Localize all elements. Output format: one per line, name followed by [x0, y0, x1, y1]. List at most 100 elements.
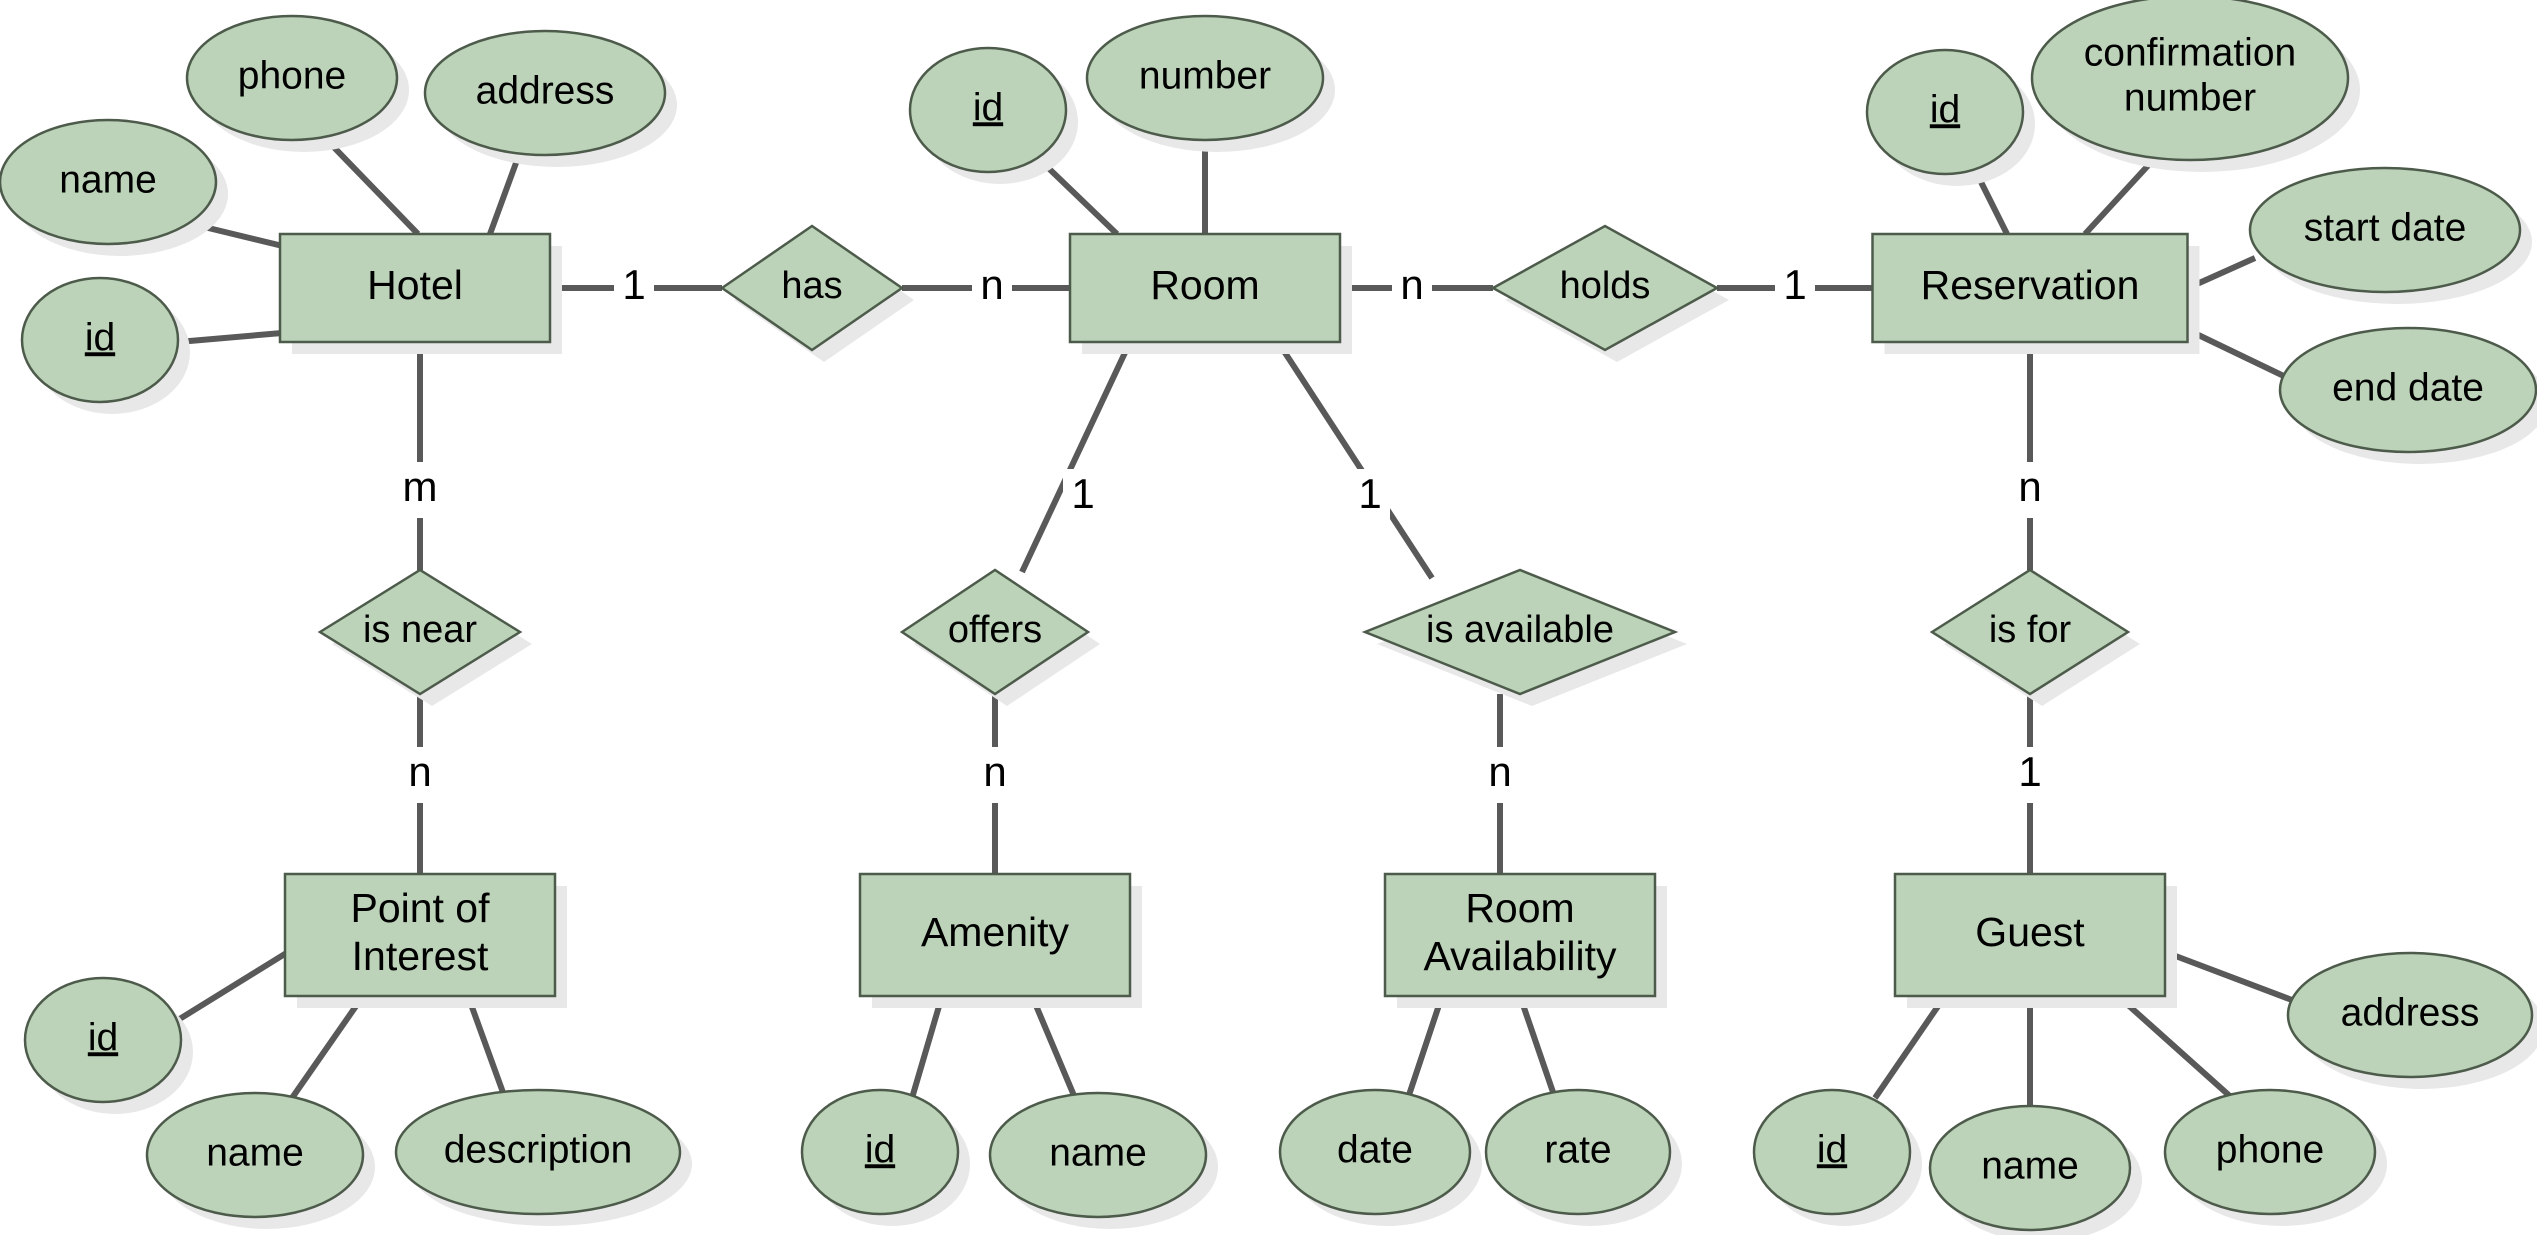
relationship-diamond-is-available[interactable] — [1361, 568, 1679, 696]
attribute-ellipse-room-id[interactable] — [908, 46, 1068, 174]
attribute-label-ra-rate: rate — [1544, 1128, 1611, 1171]
attribute-ellipse-room-number[interactable] — [1085, 14, 1325, 142]
primary-key-attribute-label-guest-id: id — [1817, 1128, 1847, 1171]
cardinality-label-card-hotel-has: 1 — [622, 261, 645, 308]
relationship-label-is-for: is for — [1989, 609, 2072, 651]
cardinality-label-card-has-room: n — [980, 261, 1003, 308]
cardinality-backdrop — [2010, 462, 2050, 518]
attribute-ellipse-guest-phone[interactable] — [2163, 1088, 2377, 1216]
relationship-diamond-offers[interactable] — [899, 568, 1091, 696]
entity-label-amenity: Amenity — [921, 909, 1070, 955]
relationship-diamond-is-for[interactable] — [1929, 568, 2131, 696]
entity-box-roomavail[interactable] — [1383, 872, 1657, 998]
entity-box-guest[interactable] — [1893, 872, 2167, 998]
entity-box-reservation[interactable] — [1871, 232, 2189, 344]
attribute-label-ra-date: date — [1337, 1128, 1413, 1171]
attribute-label-hotel-address: address — [476, 69, 615, 112]
attribute-ellipse-res-id[interactable] — [1865, 48, 2025, 176]
cardinality-label-card-room-isavail: 1 — [1358, 470, 1381, 517]
attribute-ellipse-ra-rate[interactable] — [1484, 1088, 1672, 1216]
attribute-label-hotel-name: name — [59, 158, 157, 201]
connection-line — [1029, 994, 1078, 1100]
entity-label-room: Room — [1150, 262, 1259, 308]
connection-line — [1019, 340, 1133, 574]
entity-box-room[interactable] — [1068, 232, 1342, 344]
entity-label-reservation: Reservation — [1921, 262, 2140, 308]
attribute-ellipse-amenity-name[interactable] — [988, 1091, 1208, 1219]
primary-key-attribute-label-hotel-id: id — [85, 316, 115, 359]
cardinality-label-card-res-isfor: n — [2018, 463, 2041, 510]
relationship-label-offers: offers — [948, 609, 1042, 651]
relationship-diamond-is-near[interactable] — [317, 568, 523, 696]
attribute-ellipse-guest-id[interactable] — [1752, 1088, 1912, 1216]
relationship-diamond-holds[interactable] — [1490, 224, 1720, 352]
attribute-label-room-number: number — [1139, 54, 1271, 97]
attribute-ellipse-poi-name[interactable] — [145, 1091, 365, 1219]
primary-key-attribute-label-amenity-id: id — [865, 1128, 895, 1171]
attribute-ellipse-hotel-id[interactable] — [20, 276, 180, 404]
cardinality-backdrop — [972, 260, 1012, 316]
cardinality-backdrop — [2010, 747, 2050, 803]
relationship-label-has: has — [781, 265, 842, 307]
cardinality-backdrop — [1350, 469, 1390, 525]
attribute-label-hotel-phone: phone — [238, 54, 346, 97]
attribute-ellipse-ra-date[interactable] — [1278, 1088, 1472, 1216]
cardinality-backdrop — [1392, 260, 1432, 316]
cardinality-backdrop — [400, 462, 440, 518]
connection-line — [2186, 327, 2290, 381]
entity-box-hotel[interactable] — [278, 232, 552, 344]
connection-line — [176, 949, 290, 1023]
cardinality-backdrop — [1775, 260, 1815, 316]
attribute-label-guest-address: address — [2341, 991, 2480, 1034]
entity-label-hotel: Hotel — [367, 262, 463, 308]
attribute-ellipse-poi-description[interactable] — [394, 1088, 682, 1216]
connection-line — [1405, 995, 1445, 1099]
attribute-label-poi-description: description — [444, 1128, 633, 1171]
attribute-ellipse-res-startdate[interactable] — [2248, 166, 2522, 294]
cardinality-label-card-isnear-poi: n — [408, 748, 431, 795]
connection-line — [487, 150, 523, 236]
cardinality-label-card-isfor-guest: 1 — [2018, 748, 2041, 795]
connection-line — [1517, 995, 1558, 1099]
cardinality-label-card-room-holds: n — [1400, 261, 1423, 308]
attribute-label-amenity-name: name — [1049, 1131, 1147, 1174]
entity-label-guest: Guest — [1975, 909, 2085, 955]
attribute-ellipse-guest-address[interactable] — [2286, 951, 2534, 1079]
connection-line — [1037, 157, 1120, 237]
connection-line — [177, 330, 283, 345]
attribute-ellipse-poi-id[interactable] — [23, 976, 183, 1104]
entity-box-amenity[interactable] — [858, 872, 1132, 998]
cardinality-label-card-offers-amenity: n — [983, 748, 1006, 795]
cardinality-label-card-holds-res: 1 — [1783, 261, 1806, 308]
cardinality-backdrop — [975, 747, 1015, 803]
primary-key-attribute-label-poi-id: id — [88, 1016, 118, 1059]
cardinality-backdrop — [1063, 469, 1103, 525]
attribute-label-guest-name: name — [1981, 1144, 2079, 1187]
attribute-label-res-enddate: end date — [2332, 366, 2484, 409]
attribute-ellipse-hotel-phone[interactable] — [185, 14, 399, 142]
cardinality-backdrop — [614, 260, 654, 316]
attribute-ellipse-res-enddate[interactable] — [2278, 326, 2537, 454]
connection-line — [1275, 340, 1435, 580]
cardinality-backdrop — [1480, 747, 1520, 803]
attribute-ellipse-res-confnum[interactable] — [2030, 0, 2350, 162]
attribute-ellipse-guest-name[interactable] — [1928, 1104, 2132, 1232]
attribute-label-guest-phone: phone — [2216, 1128, 2324, 1171]
connection-line — [2163, 949, 2294, 1003]
attribute-ellipse-hotel-address[interactable] — [423, 29, 667, 157]
primary-key-attribute-label-room-id: id — [973, 86, 1003, 129]
attribute-ellipse-hotel-name[interactable] — [0, 118, 218, 246]
relationship-label-is-near: is near — [363, 609, 477, 651]
connection-line — [909, 995, 945, 1099]
connection-line — [465, 994, 508, 1100]
relationship-label-holds: holds — [1560, 265, 1651, 307]
relationship-diamond-has[interactable] — [719, 224, 905, 352]
entity-box-poi[interactable] — [283, 872, 557, 998]
connection-line — [2082, 155, 2158, 237]
attribute-ellipse-amenity-id[interactable] — [800, 1088, 960, 1216]
